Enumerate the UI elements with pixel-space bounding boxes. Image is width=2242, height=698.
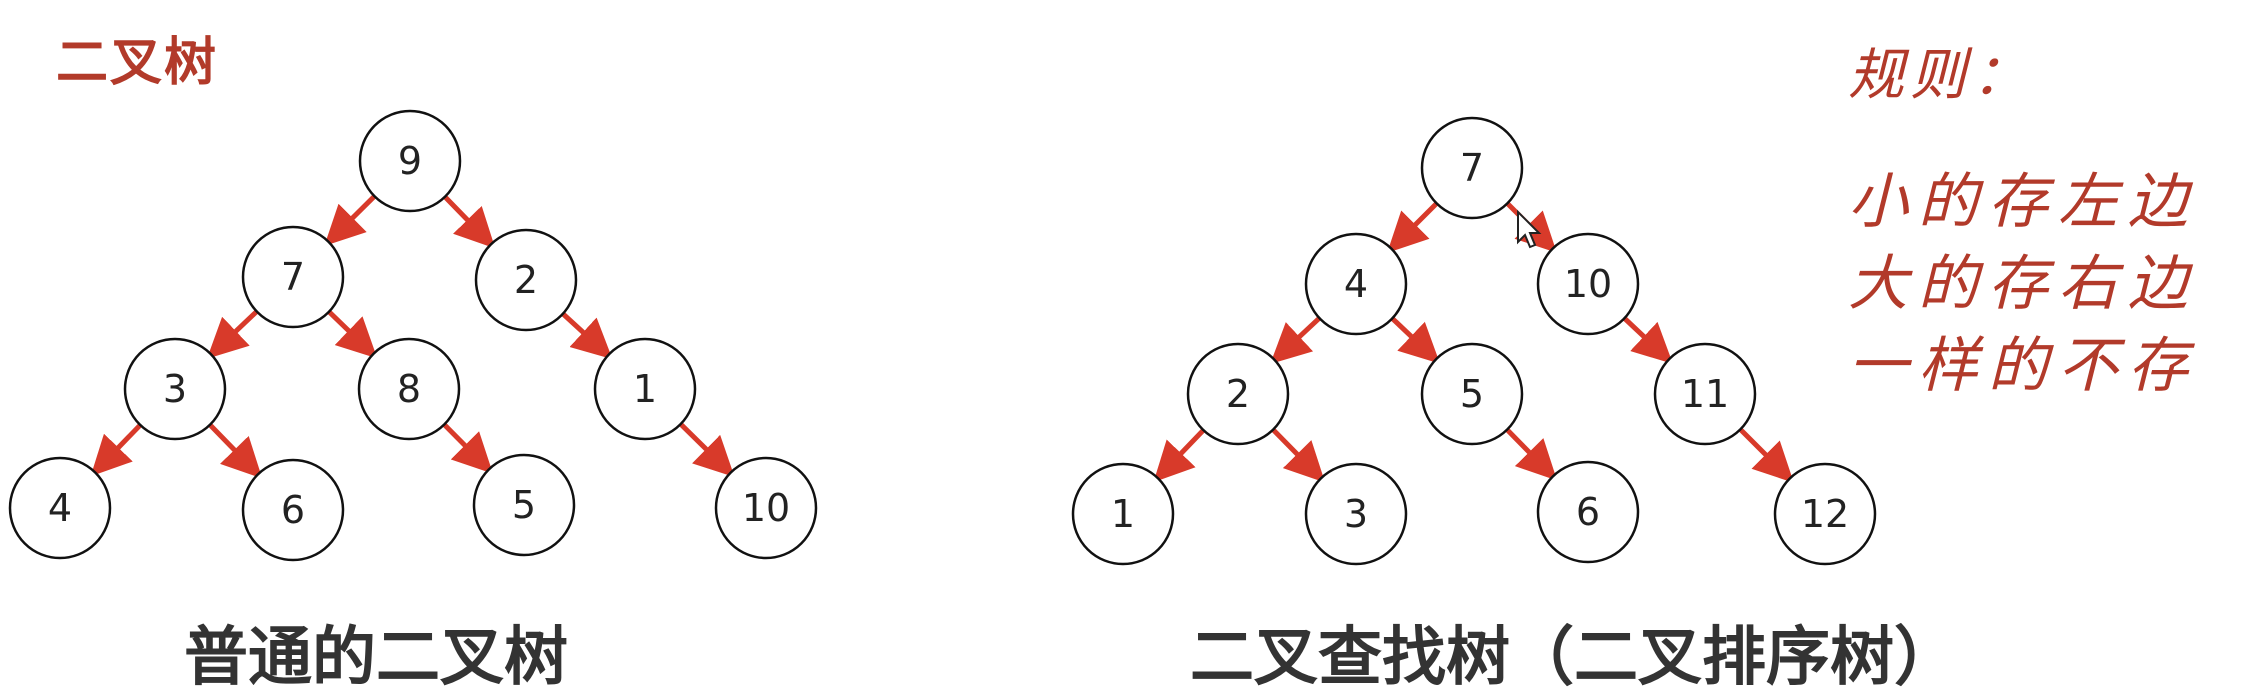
tree-node-label: 5 bbox=[1460, 372, 1484, 416]
tree-node-label: 7 bbox=[1460, 146, 1484, 190]
tree-node-label: 2 bbox=[514, 258, 538, 302]
tree-node-circle bbox=[8, 456, 112, 560]
tree-node-label: 3 bbox=[163, 367, 187, 411]
tree-node-label: 1 bbox=[633, 367, 657, 411]
tree-node-circle bbox=[241, 225, 345, 329]
tree-edge-arrow bbox=[324, 194, 377, 247]
tree-edge-arrow bbox=[1153, 428, 1206, 483]
tree-node-label: 5 bbox=[512, 483, 536, 527]
tree-node: 7 bbox=[241, 225, 345, 329]
tree-node-circle bbox=[1536, 232, 1640, 336]
tree-edge-arrow bbox=[206, 309, 259, 359]
tree-node-label: 4 bbox=[48, 486, 72, 530]
tree-node-circle bbox=[1773, 462, 1877, 566]
caption-binary-search-tree: 二叉查找树（二叉排序树） bbox=[1190, 621, 1958, 695]
tree-node-circle bbox=[358, 109, 462, 213]
tree-node-label: 8 bbox=[397, 367, 421, 411]
tree-edge-arrow bbox=[1738, 427, 1794, 483]
tree-node: 10 bbox=[1536, 232, 1640, 336]
tree-node: 11 bbox=[1653, 342, 1757, 446]
tree-edge-arrow bbox=[442, 422, 494, 474]
tree-edge-arrow bbox=[1390, 316, 1441, 364]
rule-line-larger-right: 大的存右边 bbox=[1848, 249, 2198, 319]
tree-node: 2 bbox=[474, 228, 578, 332]
tree-node: 5 bbox=[1420, 342, 1524, 446]
tree-node-label: 9 bbox=[398, 139, 422, 183]
tree-node: 7 bbox=[1420, 116, 1524, 220]
tree-edge-arrow bbox=[208, 423, 263, 479]
tree-node-circle bbox=[1304, 232, 1408, 336]
tree-node-circle bbox=[1071, 462, 1175, 566]
tree-edge-arrow bbox=[1622, 316, 1673, 364]
rule-line-equal-skip: 一样的不存 bbox=[1848, 331, 2198, 401]
tree-node-circle bbox=[1653, 342, 1757, 446]
tree-node-circle bbox=[1420, 342, 1524, 446]
tree-node-label: 6 bbox=[1576, 490, 1600, 534]
tree-node: 9 bbox=[358, 109, 462, 213]
tree-node-circle bbox=[241, 458, 345, 562]
tree-node-circle bbox=[1536, 460, 1640, 564]
tree-node: 4 bbox=[8, 456, 112, 560]
tree-node: 2 bbox=[1186, 342, 1290, 446]
tree-node-label: 6 bbox=[281, 488, 305, 532]
tree-node-circle bbox=[357, 337, 461, 441]
tree-node: 3 bbox=[1304, 462, 1408, 566]
tree-node: 12 bbox=[1773, 462, 1877, 566]
mouse-cursor-icon bbox=[1517, 209, 1542, 249]
tree-node: 8 bbox=[357, 337, 461, 441]
edges-layer bbox=[90, 194, 1794, 483]
tree-node-circle bbox=[714, 456, 818, 560]
tree-node-circle bbox=[123, 337, 227, 441]
rules-title: 规则： bbox=[1848, 43, 2034, 108]
tree-edge-arrow bbox=[443, 195, 496, 249]
tree-edge-arrow bbox=[1387, 201, 1439, 253]
tree-edge-arrow bbox=[90, 423, 143, 477]
tree-node-label: 4 bbox=[1344, 262, 1368, 306]
tree-node: 1 bbox=[593, 337, 697, 441]
tree-edge-arrow bbox=[1271, 427, 1326, 483]
tree-node-label: 7 bbox=[281, 255, 305, 299]
tree-node-circle bbox=[1186, 342, 1290, 446]
tree-node-label: 12 bbox=[1801, 492, 1849, 536]
tree-node-label: 2 bbox=[1226, 372, 1250, 416]
tree-node: 6 bbox=[1536, 460, 1640, 564]
tree-node-circle bbox=[474, 228, 578, 332]
rules-note: 规则： 小的存左边 大的存右边 一样的不存 bbox=[1848, 30, 2198, 407]
tree-edge-arrow bbox=[678, 422, 735, 478]
tree-node: 5 bbox=[472, 453, 576, 557]
tree-node-circle bbox=[1304, 462, 1408, 566]
tree-edge-arrow bbox=[327, 309, 378, 359]
tree-node: 3 bbox=[123, 337, 227, 441]
tree-node-label: 11 bbox=[1681, 372, 1729, 416]
tree-node: 1 bbox=[1071, 462, 1175, 566]
tree-node-label: 10 bbox=[742, 486, 790, 530]
tree-node-label: 3 bbox=[1344, 492, 1368, 536]
tree-edge-arrow bbox=[1505, 427, 1558, 481]
caption-normal-binary-tree: 普通的二叉树 bbox=[184, 621, 568, 695]
tree-node-circle bbox=[1420, 116, 1524, 220]
rule-line-smaller-left: 小的存左边 bbox=[1848, 167, 2198, 237]
tree-edge-arrow bbox=[1270, 316, 1322, 364]
tree-edge-arrow bbox=[561, 311, 613, 360]
page-title: 二叉树 bbox=[56, 33, 219, 93]
tree-node: 4 bbox=[1304, 232, 1408, 336]
tree-node-circle bbox=[472, 453, 576, 557]
tree-node: 10 bbox=[714, 456, 818, 560]
tree-node-label: 1 bbox=[1111, 492, 1135, 536]
tree-node: 6 bbox=[241, 458, 345, 562]
tree-node-label: 10 bbox=[1564, 262, 1612, 306]
tree-node-circle bbox=[593, 337, 697, 441]
